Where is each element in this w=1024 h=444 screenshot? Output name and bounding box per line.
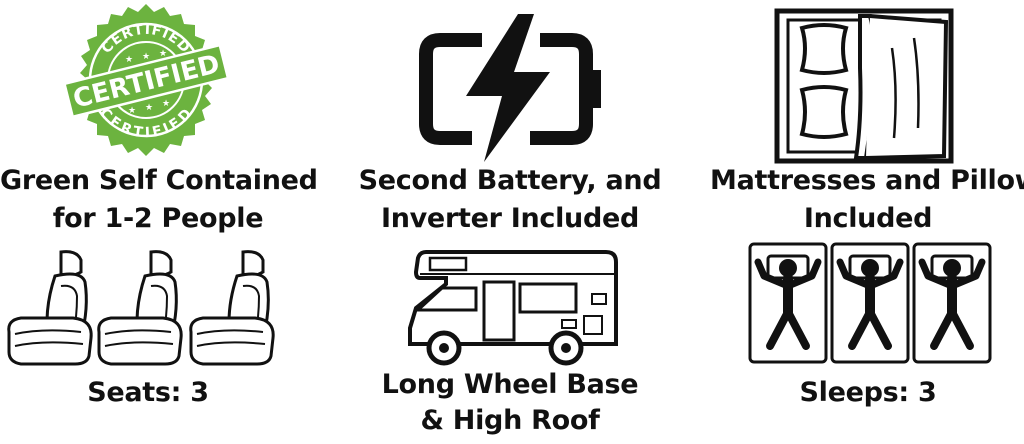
svg-text:★: ★ — [142, 52, 150, 62]
seats-label: Seats: 3 — [87, 377, 209, 408]
car-seat-icon — [7, 250, 93, 366]
sleepers-icon-group — [748, 242, 992, 366]
motorhome-label-line2: & High Roof — [420, 405, 600, 436]
lightning-bolt-shape — [466, 14, 550, 162]
svg-text:★: ★ — [145, 103, 153, 113]
certified-badge-icon: CERTIFIED CERTIFIED CERTIFIED ★ ★ ★ ★ ★ … — [62, 4, 230, 156]
svg-text:★: ★ — [128, 106, 136, 116]
motorhome-label-line1: Long Wheel Base — [381, 369, 639, 400]
car-seat-icon — [97, 250, 183, 366]
car-seats-icon-group — [7, 250, 275, 366]
svg-text:★: ★ — [125, 55, 133, 65]
svg-text:★: ★ — [159, 49, 167, 59]
svg-text:★: ★ — [162, 99, 170, 109]
sleeps-label: Sleeps: 3 — [799, 377, 937, 408]
mattress-label-line1: Mattresses and Pillows — [710, 165, 1024, 196]
car-seat-icon — [189, 250, 275, 366]
battery-label-line2: Inverter Included — [380, 203, 640, 234]
battery-label-line1: Second Battery, and — [358, 165, 662, 196]
bed-pillows-icon — [774, 8, 954, 164]
sleeping-person-icon — [914, 244, 990, 362]
motorhome-icon — [408, 250, 618, 366]
certified-label-line1: Green Self Contained — [0, 165, 318, 196]
sleeping-person-icon — [832, 244, 908, 362]
battery-bolt-icon — [419, 14, 601, 162]
certified-label-line2: for 1-2 People — [52, 203, 264, 234]
sleeping-person-icon — [750, 244, 826, 362]
mattress-label-line2: Included — [803, 203, 933, 234]
